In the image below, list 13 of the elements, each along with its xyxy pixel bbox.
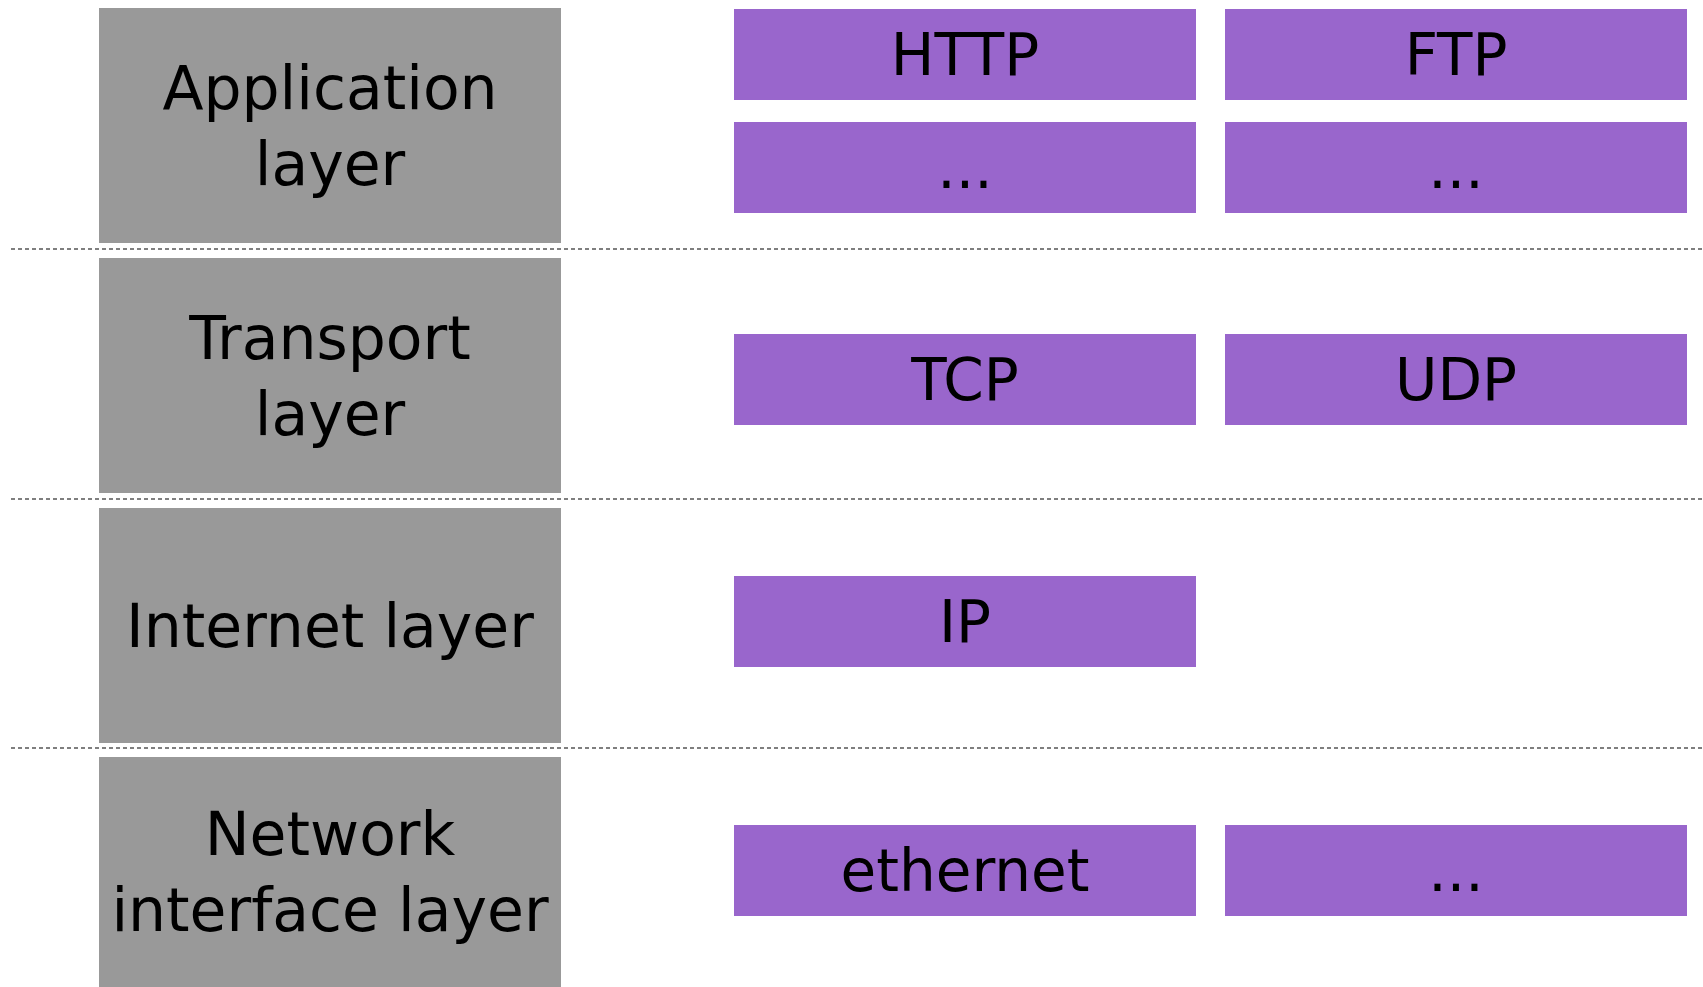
protocol-label: HTTP <box>734 9 1196 100</box>
protocol-label: ... <box>1225 122 1687 213</box>
layer-label: Application layer <box>99 8 561 243</box>
protocol-label: UDP <box>1225 334 1687 425</box>
protocol-label: ... <box>734 122 1196 213</box>
protocol-label: TCP <box>734 334 1196 425</box>
protocol-label: ethernet <box>734 825 1196 916</box>
layer-label: Transport layer <box>99 258 561 493</box>
layer-label: Network interface layer <box>99 757 561 987</box>
protocol-label: FTP <box>1225 9 1687 100</box>
layer-label: Internet layer <box>99 508 561 743</box>
protocol-label: IP <box>734 576 1196 667</box>
protocol-label: ... <box>1225 825 1687 916</box>
